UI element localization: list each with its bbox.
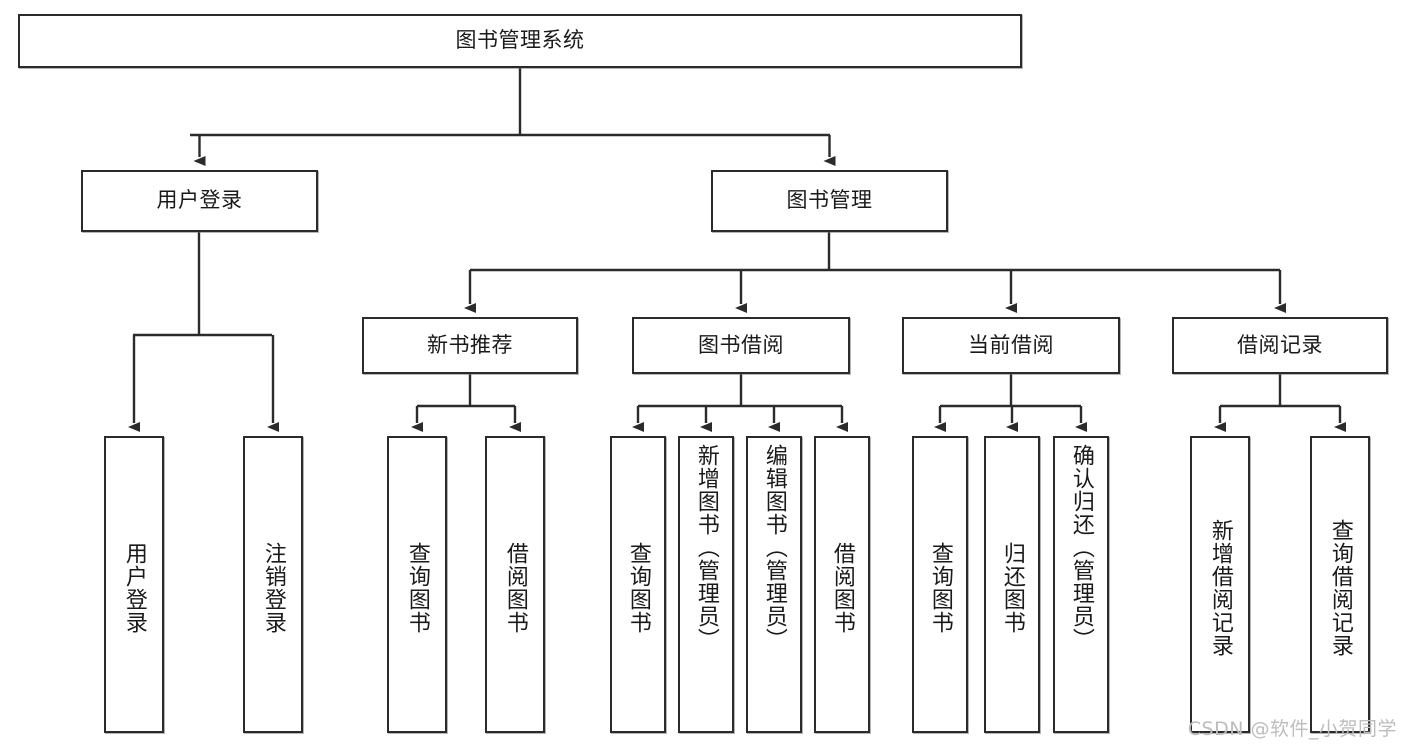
node-label: 归还图书	[999, 541, 1025, 634]
node-label: 编辑图书（管理员）	[761, 444, 787, 651]
node-label: 用户登录	[121, 541, 147, 634]
node-label: 图书借阅	[698, 332, 784, 357]
node-label: 用户登录	[156, 188, 243, 213]
node-borrow-record[interactable]: 借阅记录	[1172, 317, 1388, 374]
node-leaf-query-book-borrow[interactable]: 查询图书	[610, 436, 666, 733]
node-new-book-rec[interactable]: 新书推荐	[362, 317, 578, 374]
node-leaf-add-book-admin[interactable]: 新增图书（管理员）	[678, 436, 734, 733]
node-user-login[interactable]: 用户登录	[81, 170, 318, 232]
node-root[interactable]: 图书管理系统	[18, 14, 1022, 68]
watermark-label: CSDN @软件_小贺同学	[1187, 718, 1397, 740]
node-label: 确认归还（管理员）	[1068, 444, 1094, 651]
node-leaf-query-borrow-record[interactable]: 查询借阅记录	[1310, 436, 1370, 733]
node-leaf-query-book-rec[interactable]: 查询图书	[387, 436, 447, 733]
node-label: 查询借阅记录	[1327, 518, 1353, 657]
node-label: 借阅记录	[1237, 332, 1323, 357]
node-label: 新书推荐	[427, 332, 513, 357]
node-label: 查询图书	[404, 541, 430, 634]
node-label: 查询图书	[927, 541, 953, 634]
node-leaf-query-book-current[interactable]: 查询图书	[912, 436, 968, 733]
node-label: 注销登录	[260, 541, 286, 634]
node-leaf-user-logout[interactable]: 注销登录	[243, 436, 303, 733]
node-book-borrow[interactable]: 图书借阅	[632, 317, 850, 374]
node-leaf-user-login[interactable]: 用户登录	[104, 436, 164, 733]
node-leaf-confirm-return-admin[interactable]: 确认归还（管理员）	[1053, 436, 1109, 733]
node-current-borrow[interactable]: 当前借阅	[902, 317, 1120, 374]
node-leaf-add-borrow-record[interactable]: 新增借阅记录	[1190, 436, 1250, 733]
node-label: 图书管理系统	[455, 28, 585, 53]
node-label: 查询图书	[625, 541, 651, 634]
node-label: 新增借阅记录	[1207, 518, 1233, 657]
node-label: 图书管理	[786, 188, 873, 213]
node-label: 新增图书（管理员）	[693, 444, 719, 651]
node-label: 借阅图书	[502, 541, 528, 634]
node-leaf-return-book[interactable]: 归还图书	[984, 436, 1040, 733]
node-leaf-borrow-book-rec[interactable]: 借阅图书	[485, 436, 545, 733]
node-leaf-edit-book-admin[interactable]: 编辑图书（管理员）	[746, 436, 802, 733]
node-label: 当前借阅	[968, 332, 1054, 357]
node-book-manage[interactable]: 图书管理	[711, 170, 948, 232]
node-leaf-borrow-book[interactable]: 借阅图书	[814, 436, 870, 733]
node-label: 借阅图书	[829, 541, 855, 634]
